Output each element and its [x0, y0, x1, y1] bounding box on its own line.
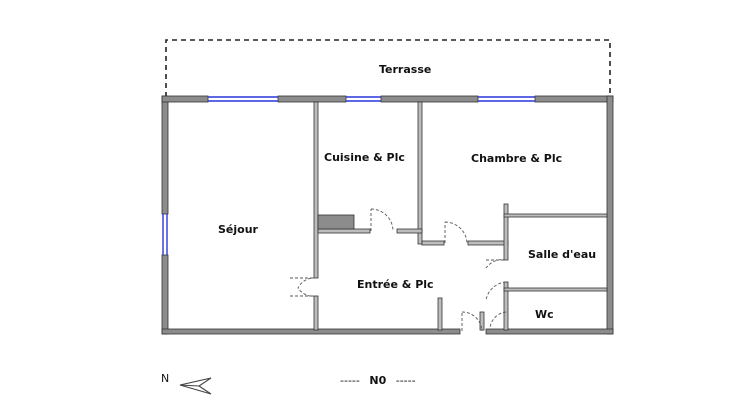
compass-arrow-icon: [179, 377, 212, 395]
compass-north-label: N: [161, 372, 170, 385]
floor-level-dash-left: -----: [340, 374, 360, 387]
kitchen-counter: [317, 214, 355, 230]
interior-walls: [313, 101, 608, 331]
room-label-shower-room: Salle d'eau: [528, 248, 597, 261]
floor-level-dash-right: -----: [395, 374, 416, 387]
room-label-living: Séjour: [218, 223, 258, 236]
room-label-entrance: Entrée & Plc: [357, 278, 434, 291]
floor-level-legend: ----- N0 -----: [340, 374, 416, 387]
doors: [290, 208, 507, 332]
room-label-bedroom: Chambre & Plc: [471, 152, 563, 165]
room-label-kitchen: Cuisine & Plc: [324, 151, 405, 164]
room-label-terrace: Terrasse: [379, 63, 432, 76]
room-label-wc: Wc: [535, 308, 554, 321]
windows: [162, 96, 535, 255]
terrace-outline: [165, 39, 611, 97]
floor-level-label: N0: [369, 374, 387, 387]
